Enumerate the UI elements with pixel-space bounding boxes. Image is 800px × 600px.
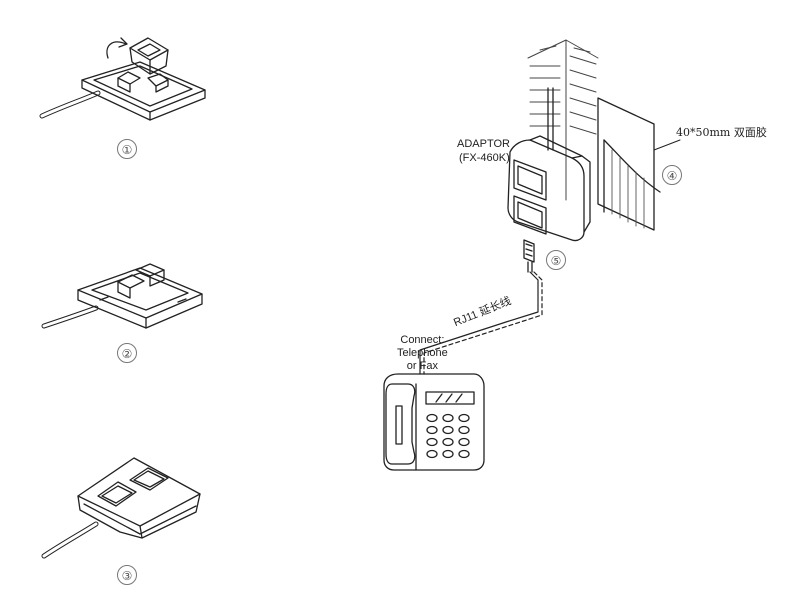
connect-label: Connect: Telephone or Fax [397,334,448,373]
step-2-marker: ② [117,343,137,363]
rj11-cable [419,271,543,375]
connect-line-1: Connect: [400,334,445,346]
connect-line-2: Telephone [397,347,448,359]
step2-illustration [41,263,203,329]
step3-illustration [41,457,201,559]
connect-line-3: or Fax [406,360,438,372]
adaptor-model-label: (FX-460K) [459,152,510,164]
tape-label: 40*50mm 双面胶 [676,126,767,139]
adaptor-label: ADAPTOR [457,138,510,150]
step1-illustration [39,37,206,121]
tape-illustration [597,97,681,231]
step-1-marker: ① [117,139,137,159]
step-3-marker: ③ [117,565,137,585]
keypad [426,413,470,459]
step-5-marker: ⑤ [546,250,566,270]
wall-illustration [527,39,599,201]
telephone-illustration [383,373,485,471]
step-4-marker: ④ [662,165,682,185]
adaptor-illustration [507,87,591,273]
